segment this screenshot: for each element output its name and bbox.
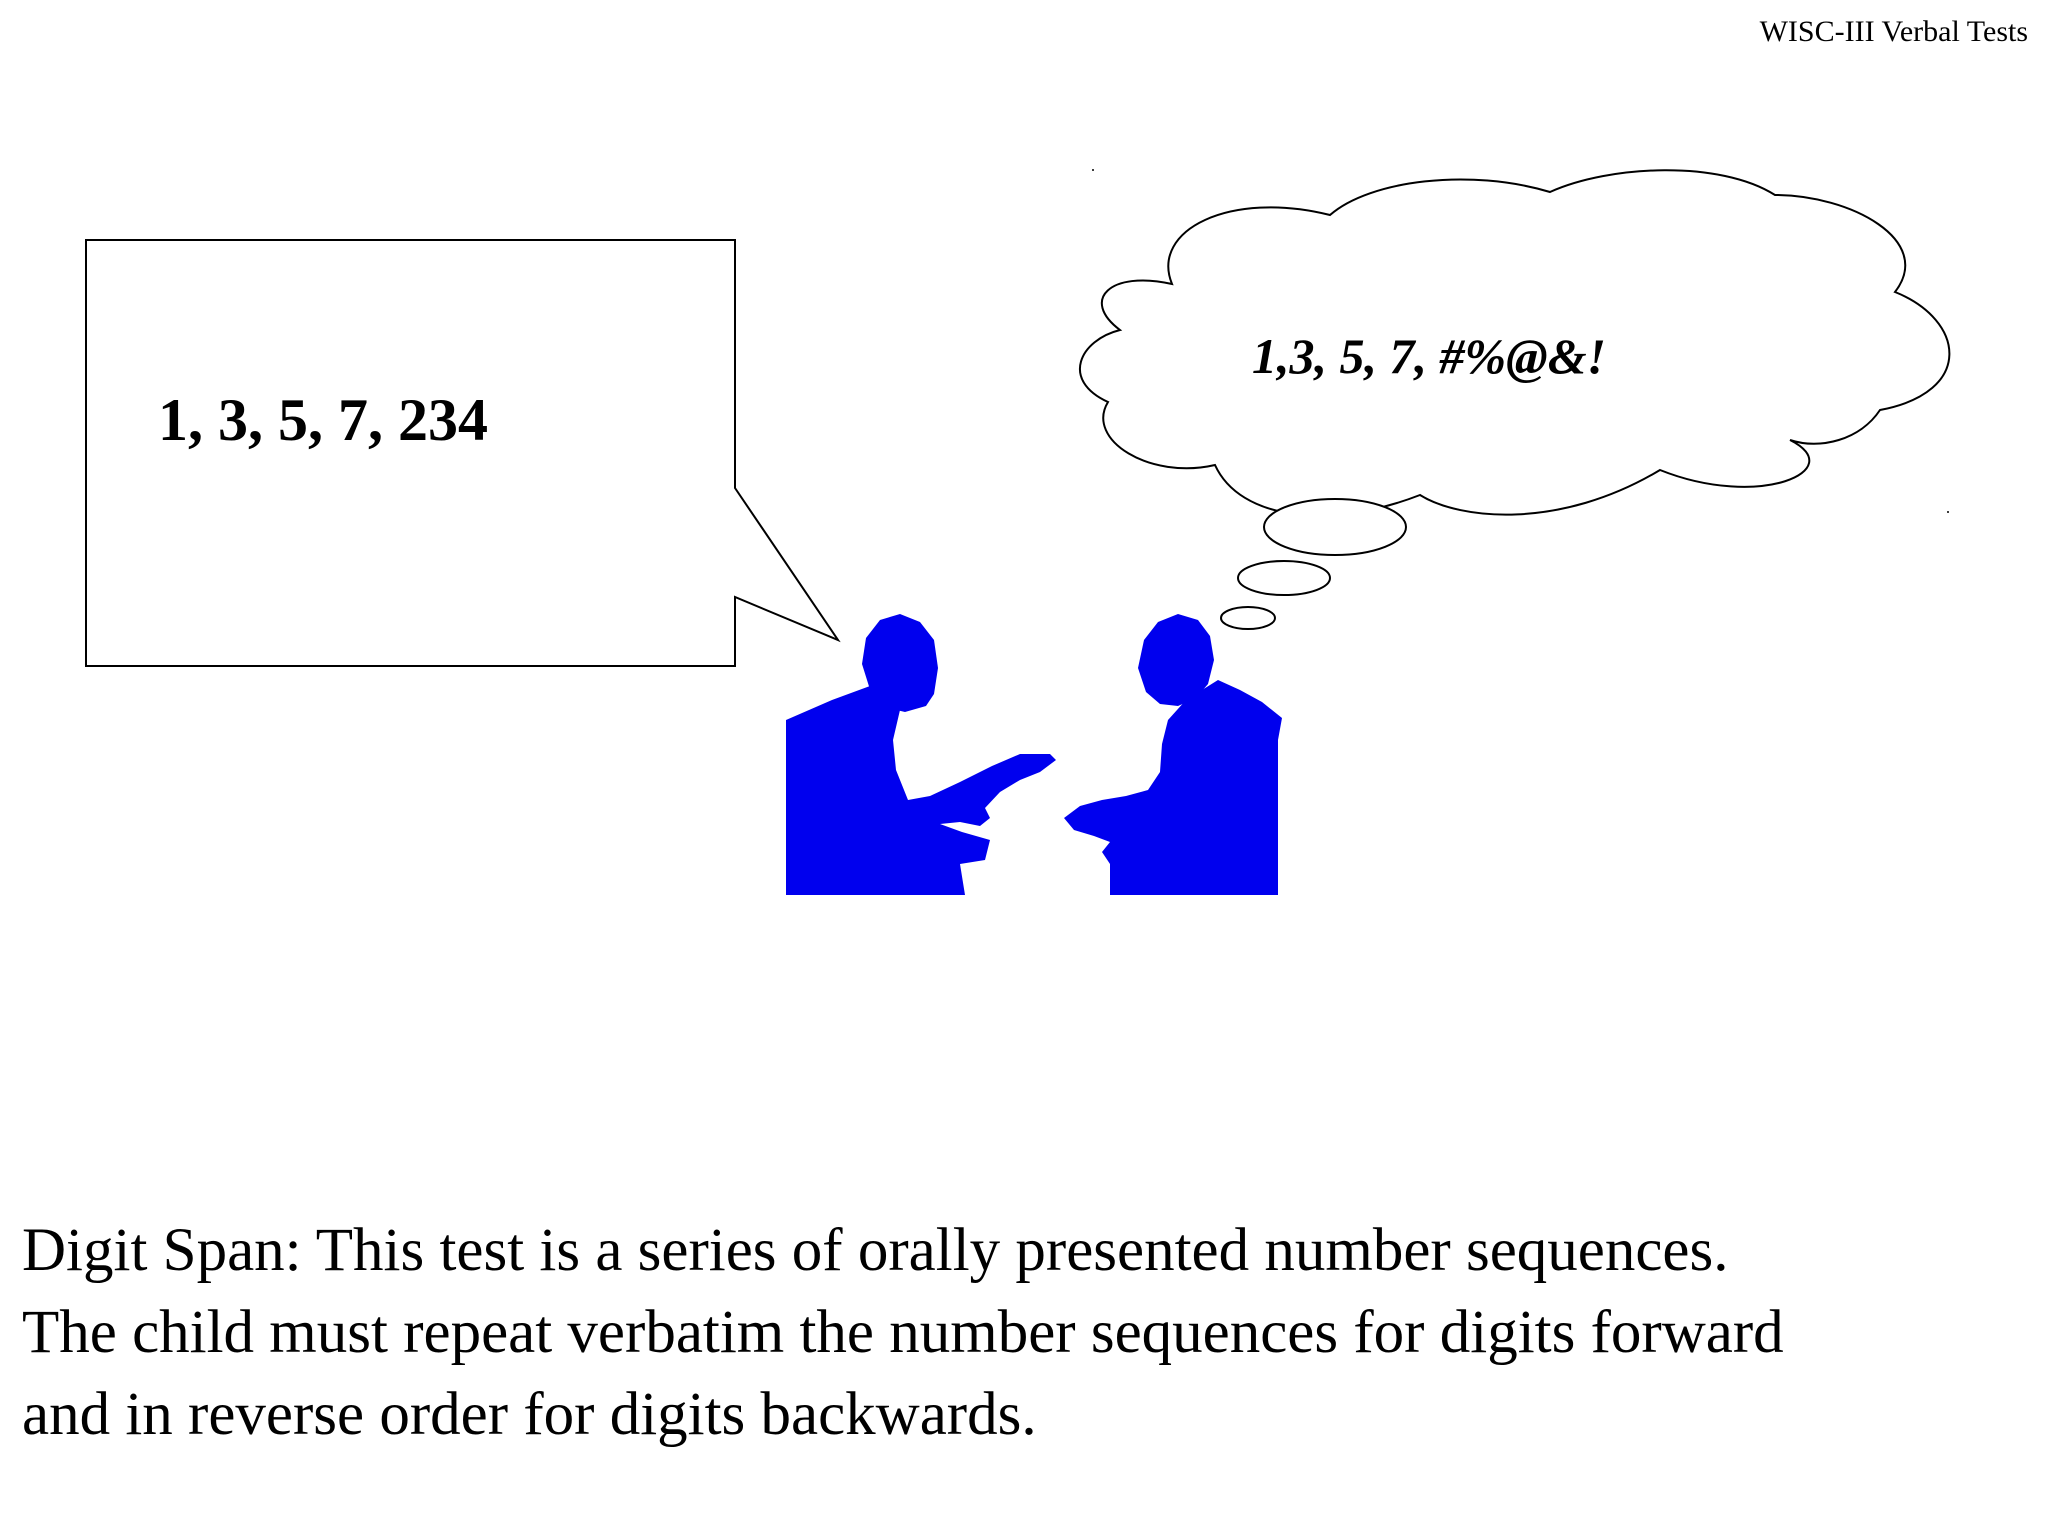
thought-bubble-text: 1,3, 5, 7, #%@&! xyxy=(1252,328,1607,384)
child-silhouette-icon xyxy=(1064,614,1282,895)
description-line: The child must repeat verbatim the numbe… xyxy=(22,1299,1784,1366)
description-paragraph: Digit Span: This test is a series of ora… xyxy=(22,1210,2032,1456)
speech-bubble xyxy=(85,239,841,667)
speck-mark xyxy=(1947,511,1949,513)
description-line: Digit Span: This test is a series of ora… xyxy=(22,1217,1729,1284)
speck-mark xyxy=(1092,169,1094,171)
examiner-silhouette-icon xyxy=(786,614,1056,895)
slide-header-title: WISC-III Verbal Tests xyxy=(1759,15,2028,48)
description-line: and in reverse order for digits backward… xyxy=(22,1381,1037,1448)
thought-cloud xyxy=(1078,169,1951,630)
speech-bubble-text: 1, 3, 5, 7, 234 xyxy=(158,387,488,453)
